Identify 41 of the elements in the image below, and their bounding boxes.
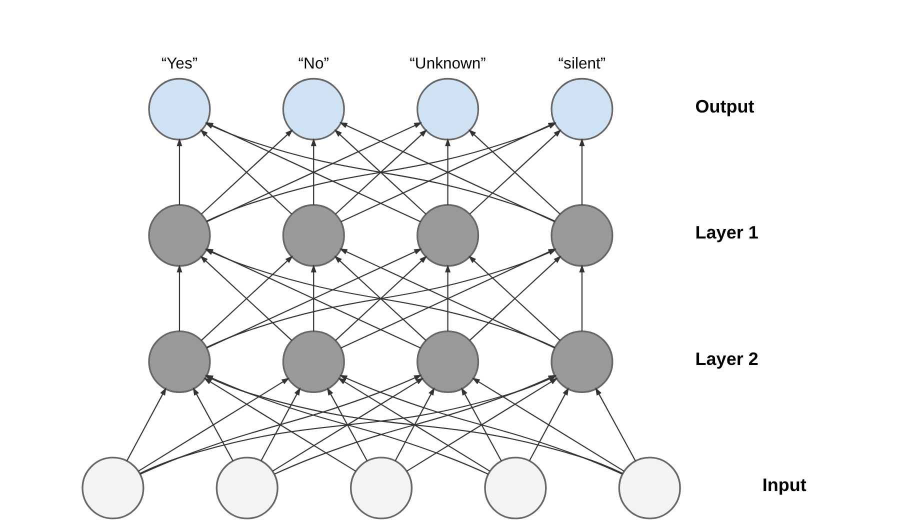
arrow — [406, 378, 558, 472]
node-circle — [148, 78, 210, 140]
arrow — [176, 264, 182, 332]
node-circle — [484, 456, 546, 520]
label: Layer 1 — [694, 222, 758, 243]
node-label: “Unknown” — [409, 55, 486, 72]
arrow — [326, 387, 368, 462]
node-circle — [148, 204, 210, 267]
node-circle — [416, 78, 479, 140]
arrow — [578, 264, 584, 332]
arrow — [460, 387, 502, 462]
label: Layer 2 — [694, 348, 758, 369]
arrow — [192, 387, 233, 462]
arrow — [272, 378, 424, 472]
arrow — [310, 138, 316, 205]
arrow — [394, 387, 434, 462]
node-circle — [550, 204, 613, 267]
arrow — [337, 378, 490, 472]
node-label: “No” — [298, 55, 328, 72]
arrow — [260, 387, 300, 462]
arrow — [444, 138, 450, 205]
node-label: “silent” — [558, 55, 606, 72]
node-circle — [416, 204, 479, 267]
arrow — [578, 138, 584, 205]
arrow — [594, 387, 636, 462]
node-circle — [618, 456, 680, 520]
node-label: “Yes” — [160, 55, 198, 72]
node-circle — [350, 456, 412, 520]
node-circle — [81, 456, 144, 520]
arrow — [310, 264, 316, 332]
node-circle — [215, 456, 278, 520]
label: Output — [694, 96, 754, 116]
arrow — [126, 387, 166, 462]
arrow — [176, 138, 182, 205]
node-circle — [550, 78, 613, 140]
label: Input — [762, 475, 806, 496]
arrow — [528, 387, 568, 462]
node-circle — [282, 78, 344, 140]
arrow — [472, 378, 624, 472]
node-circle — [282, 204, 344, 267]
arrow — [444, 264, 450, 332]
